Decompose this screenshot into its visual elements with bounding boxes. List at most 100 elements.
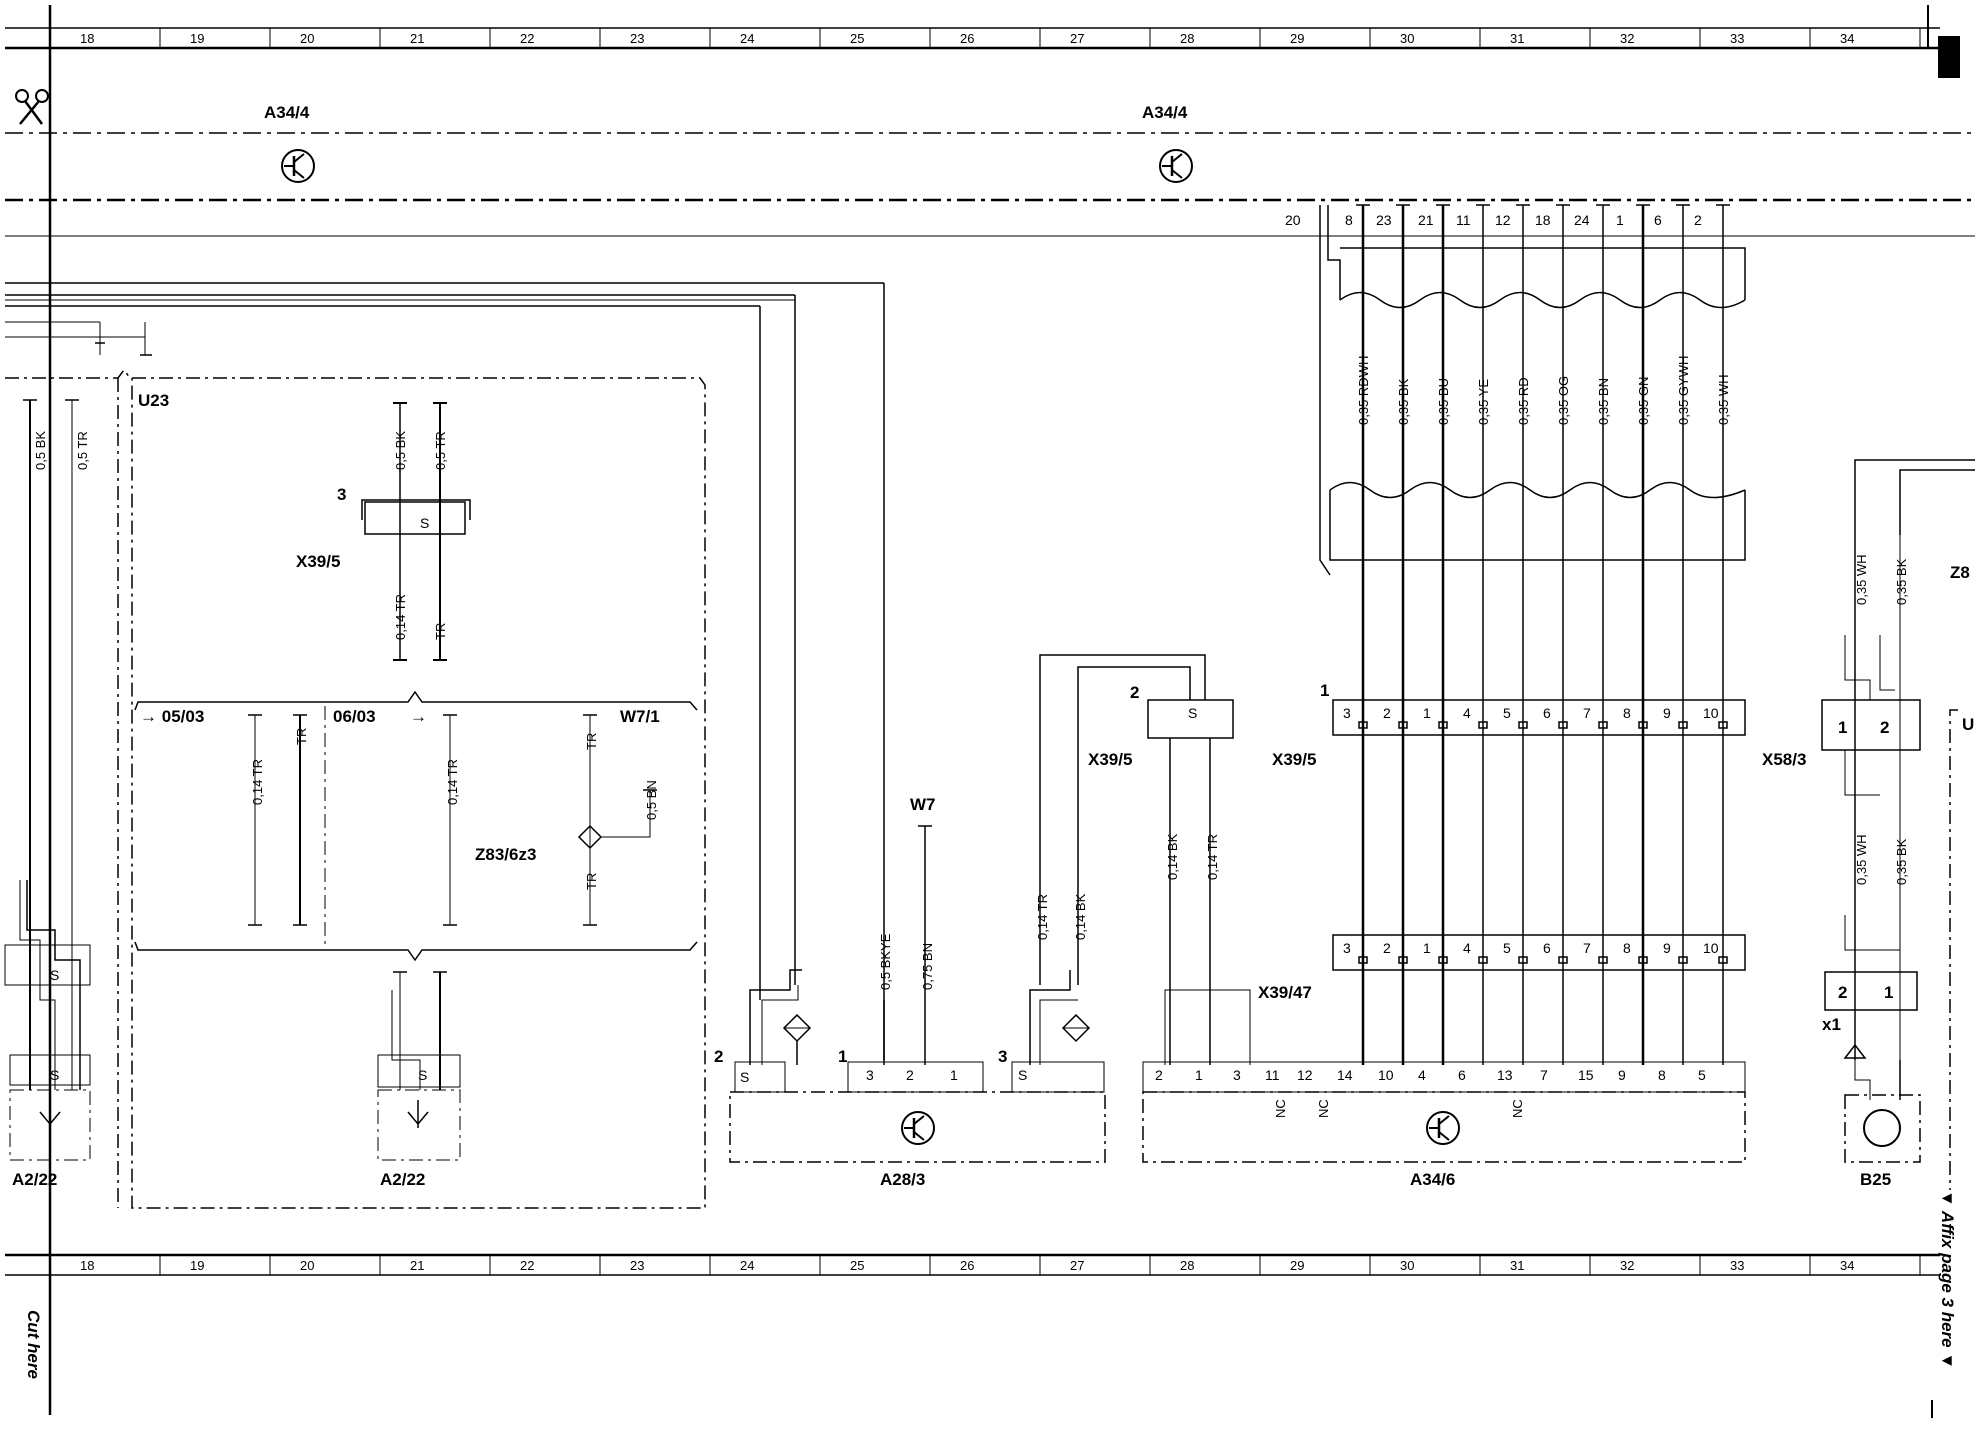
pin-number: 23	[1376, 212, 1392, 228]
pin-number: 1	[1195, 1067, 1203, 1083]
pin-number: 9	[1663, 705, 1671, 721]
label-z8: Z8	[1950, 563, 1970, 582]
s-mark: S	[420, 515, 429, 531]
pin-number: 24	[1574, 212, 1590, 228]
label-u23: U23	[138, 391, 169, 410]
label-x1: x1	[1822, 1015, 1841, 1034]
x39-5-right-box	[1332, 699, 1746, 736]
pin-number: 4	[1463, 940, 1471, 956]
grid-column-label: 26	[960, 1258, 974, 1273]
transistor-icon	[281, 149, 315, 183]
label-a34-6: A34/6	[1410, 1170, 1455, 1189]
wire-label: 0,14 TR	[1205, 834, 1220, 880]
wire-label: 0,35 BK	[1894, 838, 1909, 885]
grid-column-label: 34	[1840, 31, 1854, 46]
grid-column-label: 23	[630, 31, 644, 46]
grid-column-label: 27	[1070, 1258, 1084, 1273]
a2-22-left-box	[9, 1089, 91, 1161]
x58-3-section: 0,35 WH 0,35 BK Z8 1 2 X58/3 0,35 WH 0,3…	[1762, 459, 1975, 1190]
wire-label: 0,14 TR	[250, 759, 265, 805]
pin-number: 18	[1535, 212, 1551, 228]
pin-number: 5	[1503, 940, 1511, 956]
wire-label: 0,35 WH	[1854, 834, 1869, 885]
pin-number: 2	[1838, 983, 1847, 1002]
wire-label: 0,35 RDWH	[1356, 356, 1371, 425]
wire-label: 0,35 OG	[1556, 376, 1571, 425]
wire-label: 0,5 BKYE	[878, 933, 893, 990]
pin-number: 12	[1495, 212, 1511, 228]
wire-label: 0,14 TR	[1035, 894, 1050, 940]
wire-label: 0,35 WH	[1716, 374, 1731, 425]
transistor-icon	[1426, 1111, 1460, 1145]
s-mark: S	[1018, 1067, 1027, 1083]
pin-number: 1	[838, 1047, 847, 1066]
cut-here-label: Cut here	[24, 1310, 43, 1379]
nc-label: NC	[1273, 1099, 1288, 1118]
affix-page-label: ▼ Affix page 3 here ▼	[1938, 1190, 1957, 1369]
s-mark: S	[50, 1067, 59, 1083]
pin-number: 6	[1458, 1067, 1466, 1083]
grid-column-label: 32	[1620, 1258, 1634, 1273]
pin-number: 3	[1233, 1067, 1241, 1083]
grid-column-label: 22	[520, 1258, 534, 1273]
pin-number: 8	[1658, 1067, 1666, 1083]
grid-column-label: 30	[1400, 31, 1414, 46]
label-a28-3: A28/3	[880, 1170, 925, 1189]
wire-label: 0,35 GN	[1636, 377, 1651, 425]
grid-column-label: 27	[1070, 31, 1084, 46]
pin-number: 3	[337, 485, 346, 504]
grid-column-label: 31	[1510, 31, 1524, 46]
pin-number: 2	[1383, 940, 1391, 956]
corner-mark	[1938, 36, 1960, 78]
grid-column-label: 19	[190, 31, 204, 46]
bus-lines	[5, 282, 885, 1060]
transistor-icon	[1159, 149, 1193, 183]
scissors-icon	[15, 89, 49, 125]
grid-column-label: 32	[1620, 31, 1634, 46]
pin-number: 4	[1463, 705, 1471, 721]
pin-number: 11	[1265, 1067, 1280, 1083]
label-w7: W7	[910, 795, 936, 814]
wire-label: 0,35 RD	[1516, 377, 1531, 425]
wire-label: 0,5 TR	[433, 431, 448, 470]
pin-number: 10	[1703, 705, 1719, 721]
pin-number: 2	[1694, 212, 1702, 228]
pin-number: 2	[1130, 683, 1139, 702]
wire-label: TR	[294, 728, 309, 745]
wire-label: 0,14 BK	[1073, 893, 1088, 940]
label-w7-1: W7/1	[620, 707, 660, 726]
wire-label: 0,75 BN	[920, 943, 935, 990]
s-mark: S	[740, 1069, 749, 1085]
pin-number: 8	[1623, 940, 1631, 956]
label-a2-22-mid: A2/22	[380, 1170, 425, 1189]
s-mark: S	[1188, 705, 1197, 721]
wire-label: 0,14 TR	[445, 759, 460, 805]
pin-number: 5	[1698, 1067, 1706, 1083]
pin-number: 2	[1880, 718, 1889, 737]
pin-number: 7	[1583, 705, 1591, 721]
nc-label: NC	[1316, 1099, 1331, 1118]
pin-number: 2	[1383, 705, 1391, 721]
grid-column-label: 18	[80, 1258, 94, 1273]
x39-5-top: 0,5 BK 0,5 TR 3 S X39/5 0,14 TR TR	[296, 402, 471, 661]
label-u: U	[1962, 715, 1974, 734]
a28-right-pair: 0,14 TR 0,14 BK	[1029, 654, 1206, 1065]
label-x39-5-mid: X39/5	[1088, 750, 1132, 769]
u23-box	[5, 368, 706, 1209]
grid-ruler-top	[5, 27, 1940, 50]
a28-left-shield: 2 S	[714, 969, 812, 1093]
wire-label: 0,5 BK	[393, 431, 408, 470]
pin-number: 14	[1337, 1067, 1353, 1083]
pin-number: 15	[1578, 1067, 1594, 1083]
pin-number: 2	[1155, 1067, 1163, 1083]
grid-column-label: 20	[300, 31, 314, 46]
grid-column-label: 33	[1730, 31, 1744, 46]
wire-label: 0,35 BK	[1894, 558, 1909, 605]
grid-column-label: 20	[300, 1258, 314, 1273]
grid-column-label: 28	[1180, 1258, 1194, 1273]
svg-text:→: →	[410, 707, 427, 726]
grid-column-label: 29	[1290, 1258, 1304, 1273]
pin-number: 6	[1543, 705, 1551, 721]
s-mark: S	[418, 1067, 427, 1083]
grid-column-label: 19	[190, 1258, 204, 1273]
